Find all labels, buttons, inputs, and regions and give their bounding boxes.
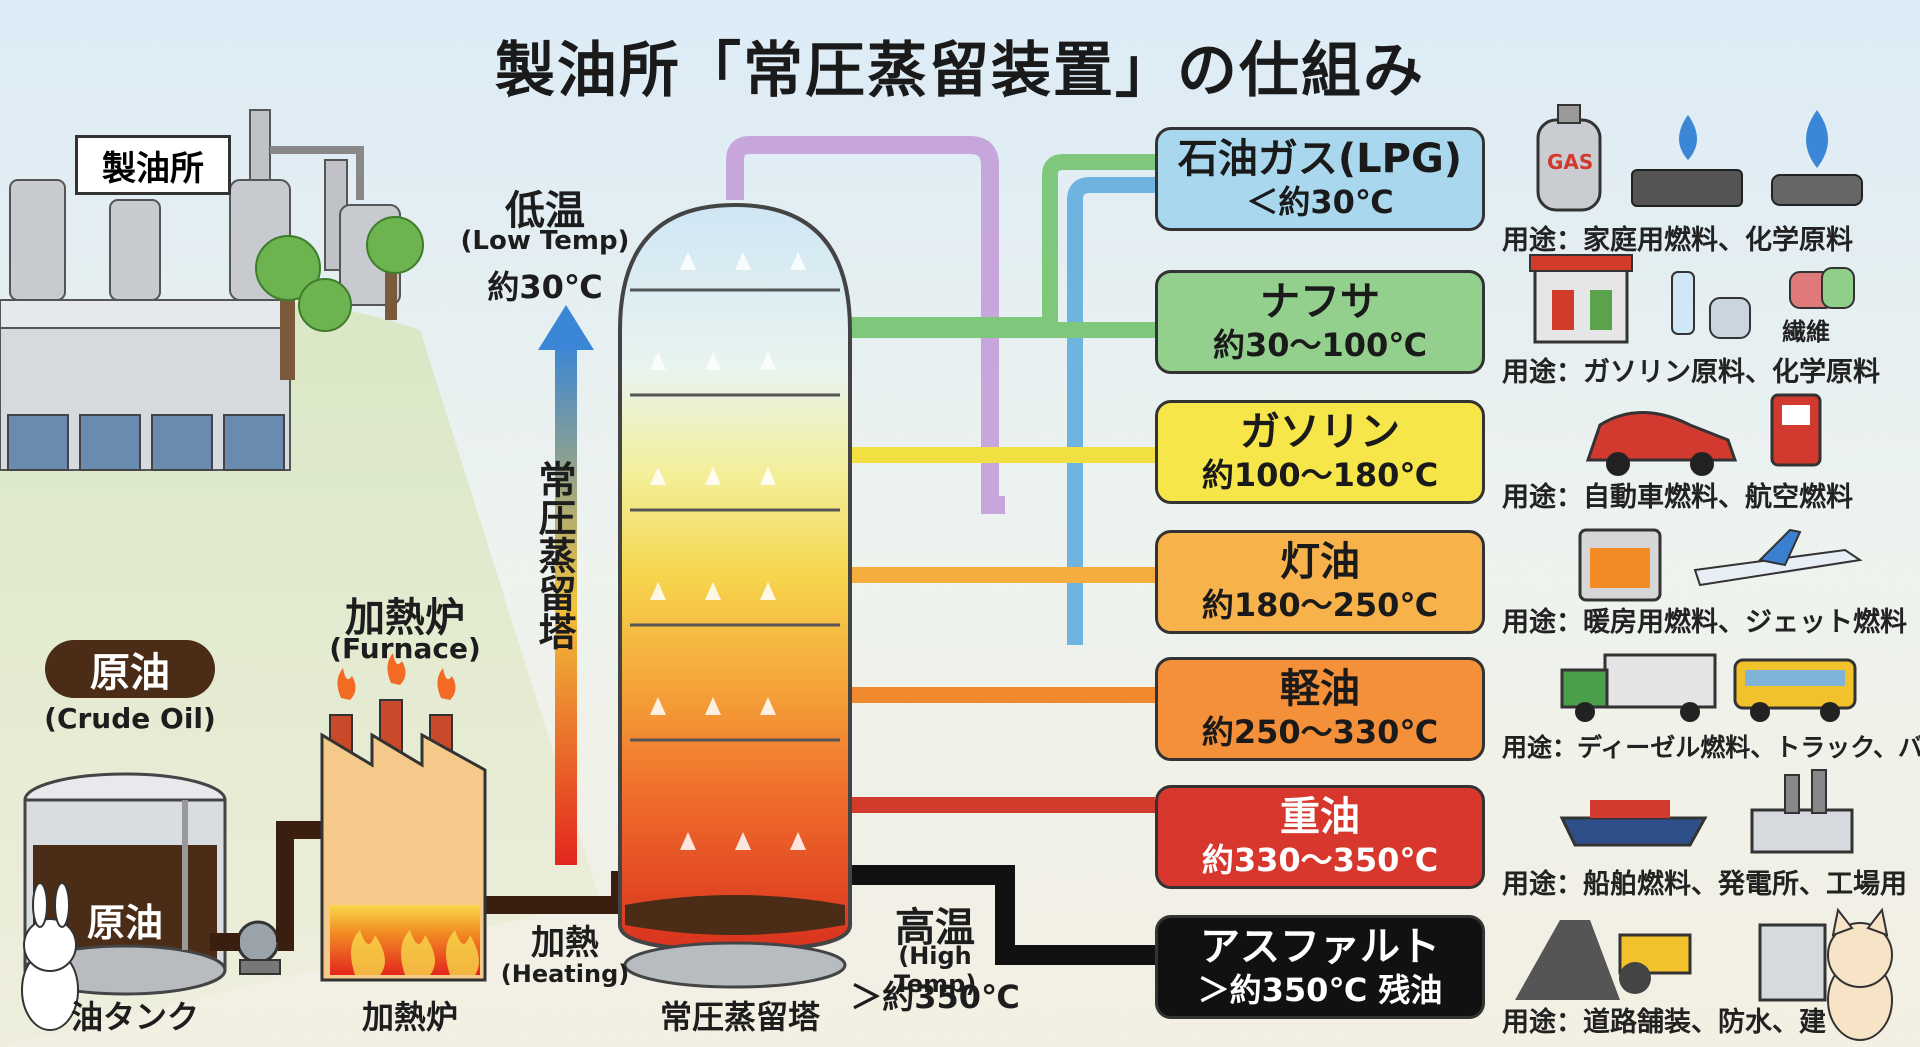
usage-asphalt: 用途：道路舗装、防水、建 [1502, 1007, 1826, 1038]
tower-caption: 常圧蒸留塔 [659, 998, 820, 1036]
refinery-factory [0, 109, 424, 471]
product-temp: 約30〜100℃ [1212, 326, 1428, 364]
product-temp: 約180〜250℃ [1201, 586, 1439, 624]
product-diesel: 軽油 約250〜330℃ [1155, 657, 1485, 761]
page-title: 製油所「常圧蒸留装置」の仕組み [495, 36, 1425, 106]
gas-flame-icon [1771, 110, 1863, 206]
factory-icon [1750, 769, 1854, 854]
furnace-english: (Furnace) [329, 632, 481, 665]
product-name: 石油ガス(LPG) [1177, 136, 1463, 182]
product-temp: 約330〜350℃ [1201, 841, 1439, 879]
tower-vertical-label: 常圧蒸留塔 [532, 460, 576, 650]
low-temp-value: 約30℃ [487, 268, 603, 306]
product-heavy-oil: 重油 約330〜350℃ [1155, 785, 1485, 889]
product-temp: 約100〜180℃ [1201, 456, 1439, 494]
high-temp-label: 高温 [895, 905, 975, 951]
airplane-icon [1693, 528, 1863, 587]
pipe-diesel [812, 687, 1155, 723]
rabbit-mascot [21, 882, 79, 1031]
heating-english: (Heating) [500, 960, 630, 988]
heater-icon [1578, 528, 1662, 602]
low-temp-label: 低温 [505, 188, 585, 234]
gas-cylinder-icon [1536, 104, 1602, 212]
high-temp-value: ＞約350℃ [850, 978, 1020, 1016]
furnace-caption: 加熱炉 [361, 998, 458, 1036]
bottle-icon [1671, 271, 1751, 339]
car-icon [1585, 411, 1738, 476]
high-temp-english: (High Temp) [893, 942, 977, 998]
ship-icon [1559, 800, 1708, 847]
fiber-icon [1789, 267, 1855, 309]
pipe-lpg [830, 154, 1155, 333]
product-name: 軽油 [1280, 666, 1360, 712]
pump-icon [236, 920, 281, 975]
usage-diesel: 用途：ディーゼル燃料、トラック、バス用 [1502, 733, 1920, 762]
product-temp: ＞約350℃ 残油 [1197, 971, 1443, 1009]
low-temp-english: (Low Temp) [460, 226, 630, 256]
fuel-pump-icon [1770, 393, 1822, 467]
crude-oil-badge: 原油 [45, 640, 215, 698]
cat-mascot [1827, 907, 1893, 1041]
usage-gasoline: 用途：自動車燃料、航空燃料 [1502, 482, 1853, 513]
bus-icon [1733, 658, 1857, 722]
product-kerosene: 灯油 約180〜250℃ [1155, 530, 1485, 634]
tank-caption: 油タンク [70, 998, 199, 1036]
product-temp: ＜約30℃ [1246, 183, 1394, 221]
product-temp: 約250〜330℃ [1201, 713, 1439, 751]
pipe-top-vapor [726, 136, 1005, 514]
temperature-arrow [555, 345, 577, 865]
pipe-lpg-return [1067, 177, 1155, 645]
pipe-asphalt [850, 865, 1155, 965]
product-name: 灯油 [1280, 539, 1360, 585]
product-name: ガソリン [1240, 409, 1400, 455]
fiber-label: 繊維 [1782, 318, 1830, 346]
furnace-label: 加熱炉 [345, 595, 465, 641]
usage-kerosene: 用途：暖房用燃料、ジェット燃料 [1502, 607, 1907, 638]
distillation-tower [618, 202, 852, 989]
building-icon [1758, 923, 1827, 1002]
product-name: 重油 [1280, 794, 1360, 840]
pipe-heavy-oil [802, 797, 1155, 839]
gas-station-icon [1529, 254, 1633, 344]
product-name: アスファルト [1200, 924, 1440, 970]
product-asphalt: アスファルト ＞約350℃ 残油 [1155, 915, 1485, 1019]
gas-stove-icon [1631, 115, 1743, 207]
usage-heavy-oil: 用途：船舶燃料、発電所、工場用 [1502, 869, 1907, 900]
temperature-arrow-head [538, 305, 594, 350]
product-gasoline: ガソリン 約100〜180℃ [1155, 400, 1485, 504]
road-roller-icon [1515, 920, 1692, 1000]
product-name: ナフサ [1260, 279, 1380, 325]
usage-naphtha: 用途：ガソリン原料、化学原料 [1502, 357, 1880, 388]
tank-oil-text: 原油 [86, 901, 163, 945]
heating-label: 加熱 [531, 923, 599, 963]
refinery-label: 製油所 [75, 135, 231, 195]
product-lpg: 石油ガス(LPG) ＜約30℃ [1155, 127, 1485, 231]
pipe-kerosene [812, 567, 1155, 603]
product-naphtha: ナフサ 約30〜100℃ [1155, 270, 1485, 374]
truck-icon [1560, 653, 1717, 722]
furnace [320, 653, 487, 982]
usage-lpg: 用途：家庭用燃料、化学原料 [1502, 225, 1853, 256]
gas-cylinder-label: GAS [1547, 150, 1594, 174]
crude-oil-english: (Crude Oil) [44, 702, 216, 735]
